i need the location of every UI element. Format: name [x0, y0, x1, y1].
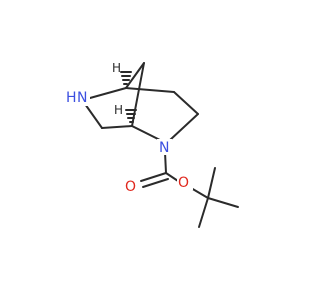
bond-ch2-ch2	[173, 91, 199, 115]
boc-bonds	[140, 151, 239, 228]
bond-oester-ctert	[190, 187, 209, 199]
atom-o-ester: O	[178, 175, 189, 191]
bond-c-oester	[165, 172, 179, 182]
bond-co-double-b	[142, 178, 169, 188]
bond-c1-ch2	[125, 87, 175, 93]
atom-n-carbamate-label: N	[157, 139, 172, 156]
atom-n-amine: N	[77, 90, 87, 106]
bond-c1-nh	[89, 87, 127, 99]
atom-nh-label: H N	[64, 88, 90, 106]
bond-ch2-n2	[169, 113, 199, 141]
bond-ch2-c5	[101, 125, 133, 129]
atom-o-carbonyl: O	[125, 179, 136, 195]
stereo-h-mid: H	[114, 103, 123, 117]
bond-c5-n2	[131, 125, 161, 141]
bond-c1-bridge	[125, 62, 145, 89]
bond-ctert-me2	[198, 197, 209, 228]
bond-ctert-me1	[207, 197, 239, 208]
stereo-hash-top	[120, 71, 132, 85]
stereo-h-top: H	[112, 61, 121, 75]
atom-o-ester-label: O	[177, 174, 193, 191]
bond-nh-ch2	[84, 103, 103, 129]
stereo-hash-mid	[125, 109, 137, 123]
ring-bonds	[84, 62, 199, 141]
atom-o-carbonyl-label: O	[124, 177, 140, 195]
atom-n-carbamate: N	[159, 140, 169, 156]
bond-bridge-c5	[131, 62, 145, 127]
bond-n2-carbonyl	[164, 151, 167, 174]
molecule-structure: H N N O O H H	[64, 61, 239, 228]
atom-h-amine: H	[66, 90, 77, 106]
bond-co-double-a	[140, 172, 167, 182]
bond-ctert-me3	[207, 167, 216, 199]
